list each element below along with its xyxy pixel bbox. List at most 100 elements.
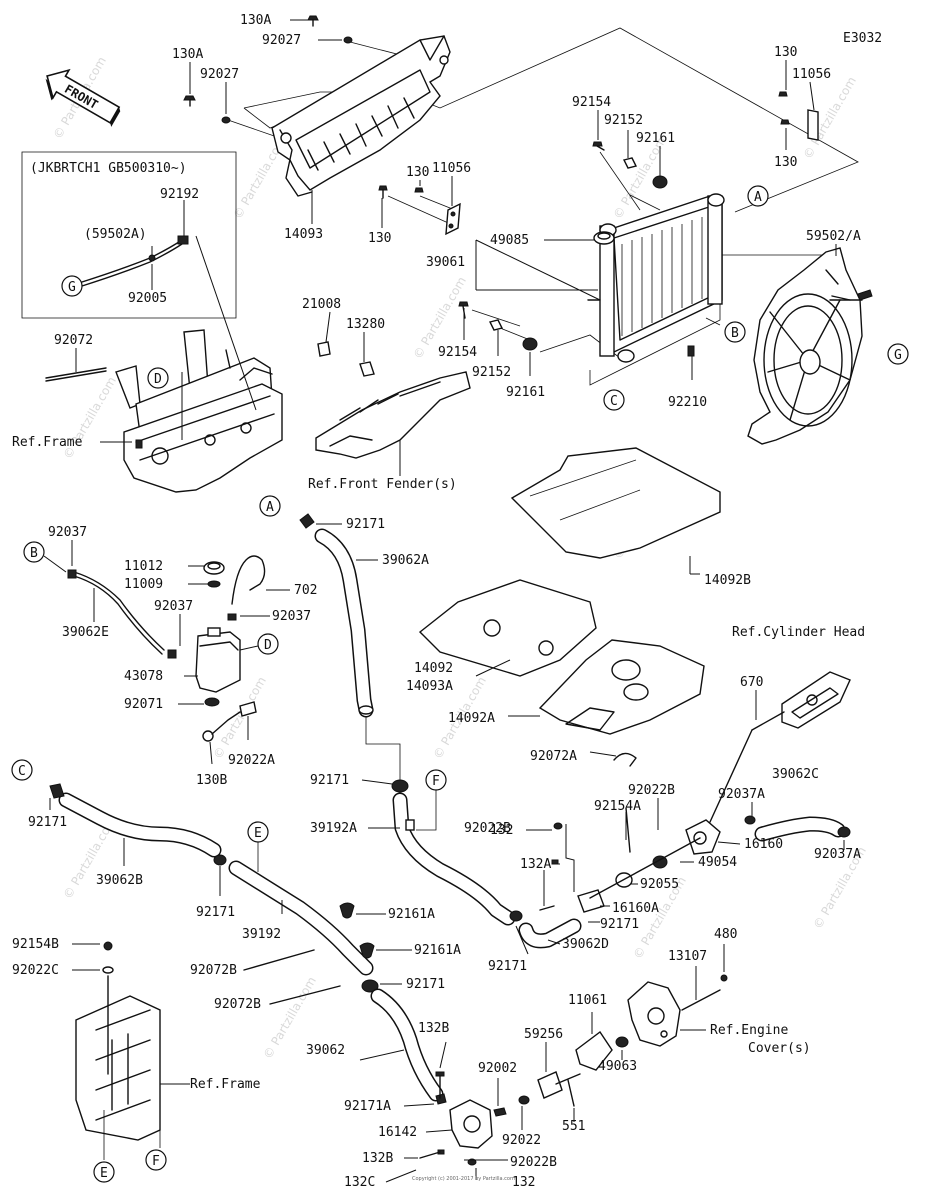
part-label: 92161A [414,943,461,958]
front-fender-section [315,341,471,459]
callout-e-label: E [100,1166,108,1181]
part-label: 14093 [284,227,323,242]
clip-band-92072 [45,367,107,382]
part-label: 11012 [124,559,163,574]
hose-39062d [518,918,582,949]
part-label: 16160A [612,901,659,916]
part-label: 92022C [12,963,59,978]
part-label: 92171 [28,815,67,830]
callout-c [11,759,33,781]
callout-a [259,495,281,517]
part-label: 16142 [378,1125,417,1140]
part-label: 92071 [124,697,163,712]
part-label: 39192A [310,821,357,836]
part-label: 11009 [124,577,163,592]
part-label: 43078 [124,669,163,684]
radiator-shroud [271,35,451,197]
diagram-id: E3032 [843,31,882,46]
part-label: 16160 [744,837,783,852]
callout-g-label: G [68,280,76,295]
part-label: 92037 [272,609,311,624]
callout-b [724,321,746,343]
hose-39062b [49,783,227,866]
hose-39062 [370,988,447,1105]
radiator-core [587,193,725,363]
part-label: 14092A [448,711,495,726]
radiator-mount-grommets [458,141,695,357]
part-label: 551 [562,1119,585,1134]
part-label: Ref.Frame [12,435,83,450]
clip-bands-92072b [243,949,341,1005]
part-label: 670 [740,675,763,690]
callouts-bottom: E F [93,1149,167,1183]
callout-d-label: D [264,638,272,653]
callout-b-label: B [30,546,38,561]
callout-c-label: C [610,394,618,409]
callout-d [147,367,169,389]
pipe-39192 [228,860,379,993]
callouts-top: A B C G G D [61,185,909,411]
reserve-tank [67,555,266,742]
part-label: 14092B [704,573,751,588]
part-label: 480 [714,927,737,942]
part-label: 14092 [414,661,453,676]
part-label: 92005 [128,291,167,306]
part-label: 59256 [524,1027,563,1042]
engine-cover-ref [627,974,728,1047]
radiator-cap [593,231,615,245]
part-label: 92171 [310,773,349,788]
bracket-11056-right [778,91,819,141]
callout-c-label: C [18,764,26,779]
part-label: 39062A [382,553,429,568]
part-label: 132C [344,1175,375,1190]
part-label: 132B [418,1021,449,1036]
leader-lines-top [75,19,837,476]
vin-variant-box: (JKBRTCH1 GB500310~) [21,151,237,319]
leader-lines-reservoir [43,540,290,765]
part-label: 59502/A [806,229,861,244]
part-label: 92022 [502,1133,541,1148]
part-label: 130 [406,165,429,180]
part-label: Ref.Engine [710,1023,788,1038]
callout-e-label: E [254,826,262,841]
part-label: 132 [490,823,513,838]
hose-39062c [744,815,851,842]
part-label: 702 [294,583,317,598]
part-label: Ref.Cylinder Head [732,625,865,640]
part-label: (59502A) [84,227,147,242]
frame-front-section [115,329,283,493]
part-label: 92154A [594,799,641,814]
part-label: 13107 [668,949,707,964]
part-label: 132A [520,857,551,872]
frame-lower-section [75,941,161,1160]
part-label: 92161A [388,907,435,922]
part-label: 92072A [530,749,577,764]
callouts-mid: F E [247,769,447,872]
callout-a [747,185,769,207]
part-label: 11061 [568,993,607,1008]
part-label: 92161 [506,385,545,400]
part-label: 39062C [772,767,819,782]
part-label: 92210 [668,395,707,410]
part-label: 39192 [242,927,281,942]
callout-f [145,1149,167,1171]
callout-f-label: F [152,1154,160,1169]
part-label: 39061 [426,255,465,270]
callout-b [23,541,45,563]
part-label: 92154 [572,95,611,110]
callout-g-label: G [894,348,902,363]
footer-copyright: Copyright (c) 2001-2017 by Partzilla.com [412,1176,515,1182]
part-label: Ref.Frame [190,1077,261,1092]
part-label: Cover(s) [748,1041,811,1056]
heat-insulators [418,447,721,767]
part-label: 92072 [54,333,93,348]
part-label: 130 [774,45,797,60]
part-label: 92171A [344,1099,391,1114]
part-label: 92154B [12,937,59,952]
part-label: 92022A [228,753,275,768]
part-label: 92171 [406,977,445,992]
vin-note: (JKBRTCH1 GB500310~) [30,161,187,176]
part-label: 92027 [262,33,301,48]
hose-39062a [299,513,401,780]
